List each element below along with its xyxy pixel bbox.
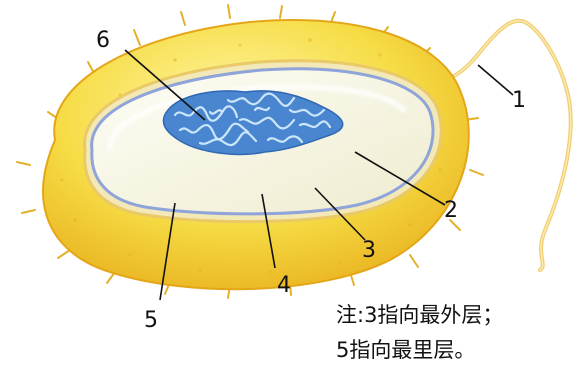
- label-1: 1: [512, 90, 526, 112]
- label-3: 3: [362, 240, 376, 262]
- label-4: 4: [277, 275, 291, 297]
- note-line-2: 5指向最里层。: [336, 340, 475, 361]
- note-line-1: 注:3指向最外层；: [336, 305, 503, 326]
- label-5: 5: [144, 310, 158, 332]
- leader-line-1: [478, 65, 513, 95]
- label-2: 2: [444, 200, 458, 222]
- label-6: 6: [96, 30, 110, 52]
